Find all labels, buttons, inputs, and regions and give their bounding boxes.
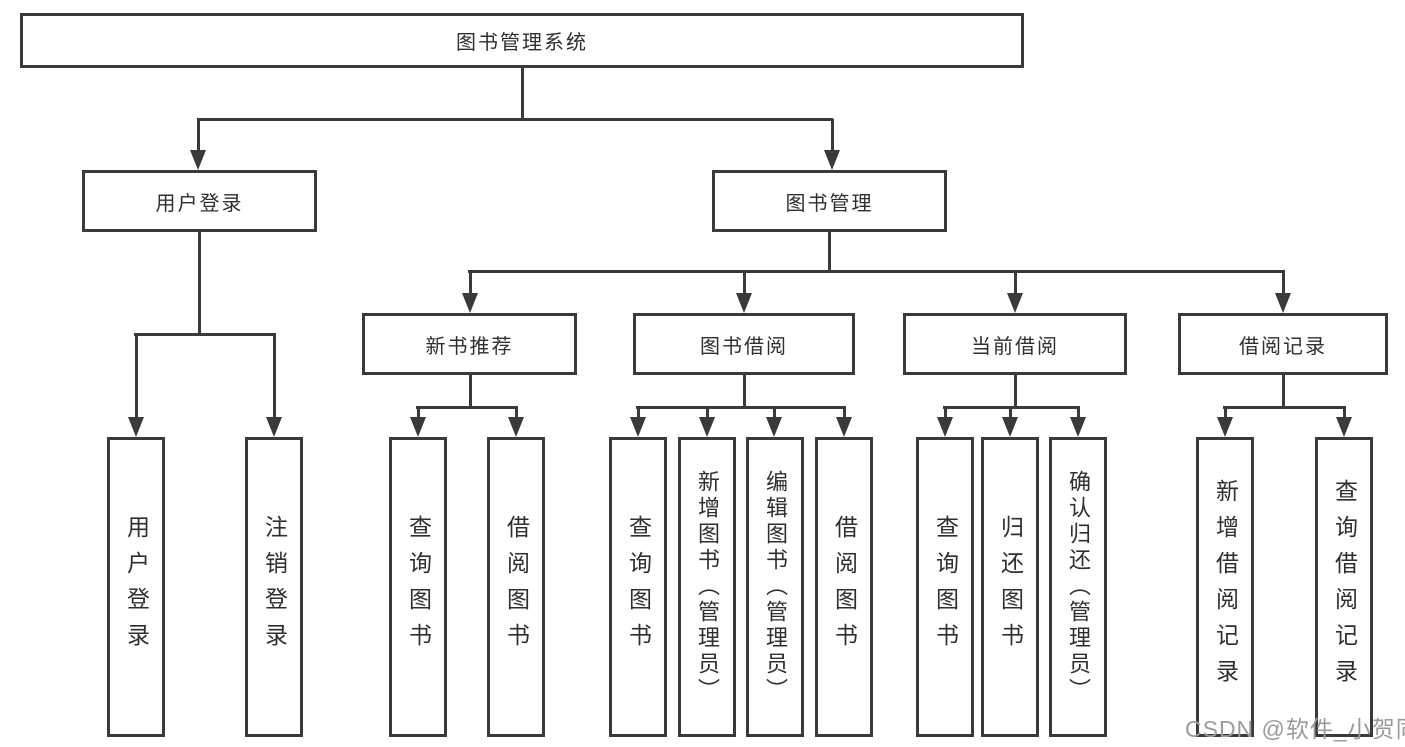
connector-line: [742, 375, 746, 409]
leaf-logout: 注销登录: [245, 437, 303, 737]
connector-line: [416, 405, 518, 409]
arrow-down-icon: [508, 417, 524, 437]
connector-line: [827, 232, 831, 273]
arrow-down-icon: [462, 293, 478, 313]
node-root-library-management-system: 图书管理系统: [20, 13, 1024, 68]
arrow-down-icon: [1070, 417, 1086, 437]
arrow-down-icon: [766, 417, 782, 437]
watermark: CSDN @软件_小贺同学: [1185, 716, 1405, 742]
connector-line: [842, 407, 846, 419]
connector-line: [134, 332, 276, 336]
leaf-add-borrow-record: 新增借阅记录: [1196, 437, 1254, 737]
node-current-borrow: 当前借阅: [903, 313, 1127, 375]
node-book-management: 图书管理: [712, 170, 947, 232]
node-new-book-recommend: 新书推荐: [362, 313, 577, 375]
connector-line: [468, 269, 1285, 273]
connector-line: [636, 407, 640, 419]
connector-line: [196, 119, 200, 152]
leaf-query-book-current: 查询图书: [916, 437, 974, 737]
arrow-down-icon: [836, 417, 852, 437]
leaf-add-book-admin: 新增图书（管理员）: [678, 437, 736, 737]
arrow-down-icon: [1217, 417, 1233, 437]
arrow-down-icon: [410, 417, 426, 437]
connector-line: [1008, 407, 1012, 419]
arrow-down-icon: [266, 417, 282, 437]
connector-line: [468, 271, 472, 295]
connector-line: [197, 232, 201, 336]
leaf-return-book: 归还图书: [981, 437, 1039, 737]
arrow-down-icon: [630, 417, 646, 437]
connector-line: [943, 407, 947, 419]
arrow-down-icon: [190, 150, 206, 170]
arrow-down-icon: [937, 417, 953, 437]
leaf-query-book-borrow: 查询图书: [609, 437, 667, 737]
arrow-down-icon: [1007, 293, 1023, 313]
connector-line: [1076, 407, 1080, 419]
connector-line: [1013, 375, 1017, 409]
connector-line: [1342, 407, 1346, 419]
connector-line: [1223, 405, 1346, 409]
connector-line: [1013, 271, 1017, 295]
leaf-borrow-book: 借阅图书: [815, 437, 873, 737]
connector-line: [742, 271, 746, 295]
connector-line: [520, 68, 524, 121]
arrow-down-icon: [1275, 293, 1291, 313]
arrow-down-icon: [128, 417, 144, 437]
connector-line: [416, 407, 420, 419]
arrow-down-icon: [1336, 417, 1352, 437]
connector-line: [830, 119, 834, 152]
node-user-login: 用户登录: [82, 170, 317, 232]
connector-line: [943, 405, 1080, 409]
connector-line: [468, 375, 472, 409]
connector-line: [772, 407, 776, 419]
leaf-user-login: 用户登录: [107, 437, 165, 737]
arrow-down-icon: [824, 150, 840, 170]
connector-line: [636, 405, 846, 409]
leaf-borrow-book-recommend: 借阅图书: [487, 437, 545, 737]
leaf-edit-book-admin: 编辑图书（管理员）: [746, 437, 804, 737]
connector-line: [1281, 271, 1285, 295]
connector-line: [1281, 375, 1285, 409]
connector-line: [197, 117, 833, 121]
arrow-down-icon: [736, 293, 752, 313]
arrow-down-icon: [699, 417, 715, 437]
connector-line: [705, 407, 709, 419]
arrow-down-icon: [1002, 417, 1018, 437]
node-book-borrow: 图书借阅: [633, 313, 855, 375]
leaf-confirm-return-admin: 确认归还（管理员）: [1049, 437, 1107, 737]
node-borrow-record: 借阅记录: [1178, 313, 1388, 375]
connector-line: [134, 334, 138, 419]
connector-line: [1223, 407, 1227, 419]
leaf-query-borrow-record: 查询借阅记录: [1315, 437, 1373, 737]
connector-line: [514, 407, 518, 419]
leaf-query-book-recommend: 查询图书: [389, 437, 447, 737]
connector-line: [272, 334, 276, 419]
